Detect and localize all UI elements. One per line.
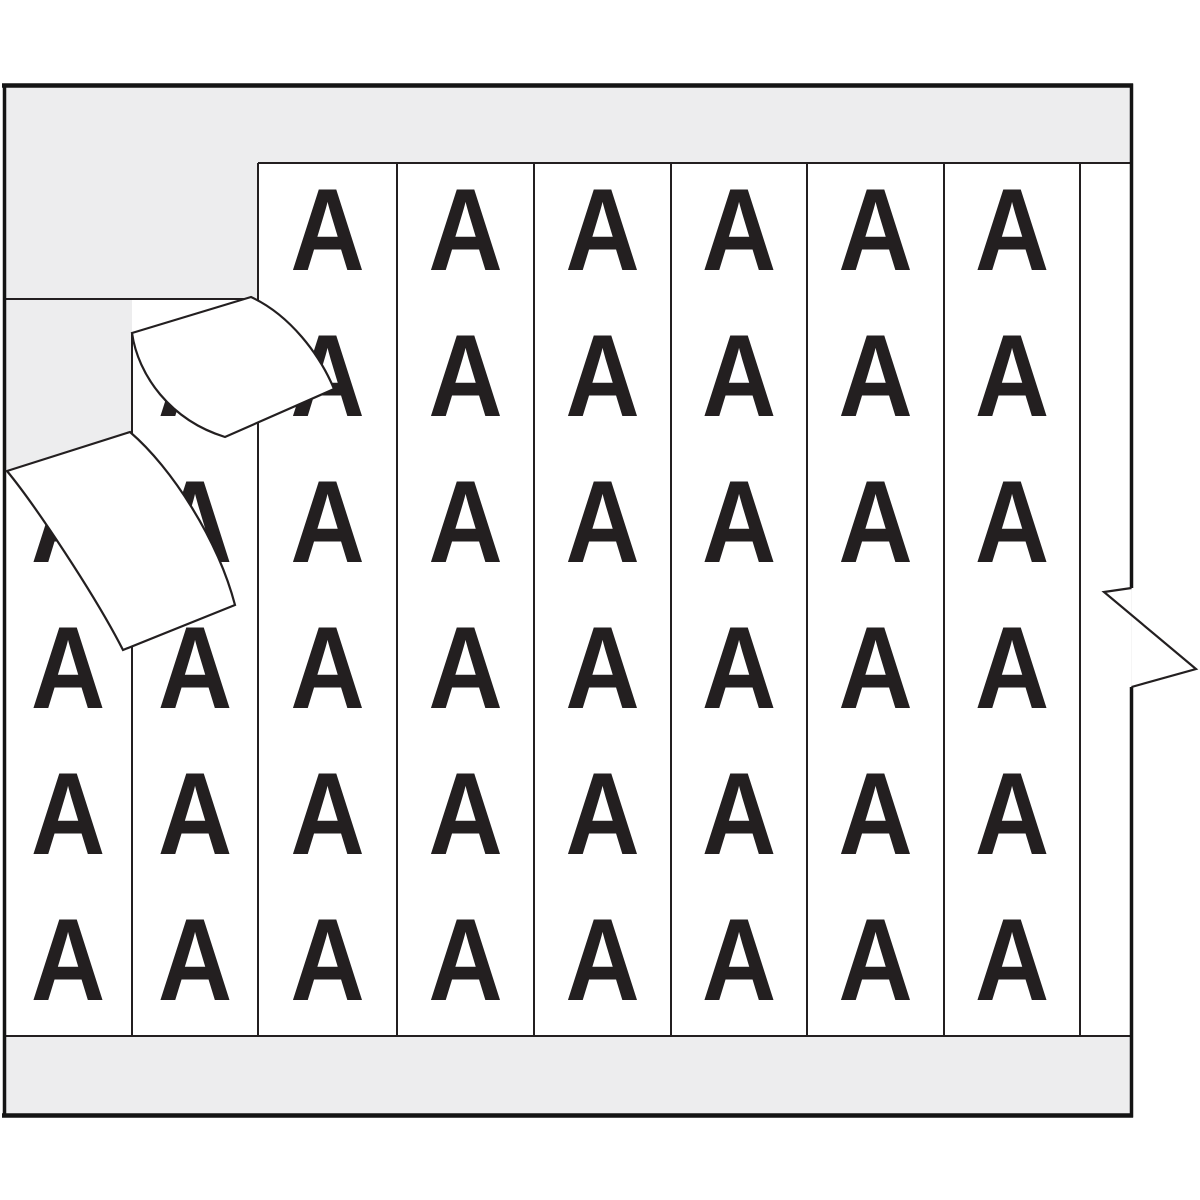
card-border-vertical [2, 83, 1134, 1118]
card-border-horizontal [2, 83, 1133, 1118]
peeled-label-upper [130, 295, 336, 439]
tear-notch-arrow [1101, 586, 1199, 689]
strip-grid-lines [4, 162, 1130, 1037]
strip-area-main [258, 163, 1131, 1036]
peeled-label-lower [5, 430, 237, 652]
